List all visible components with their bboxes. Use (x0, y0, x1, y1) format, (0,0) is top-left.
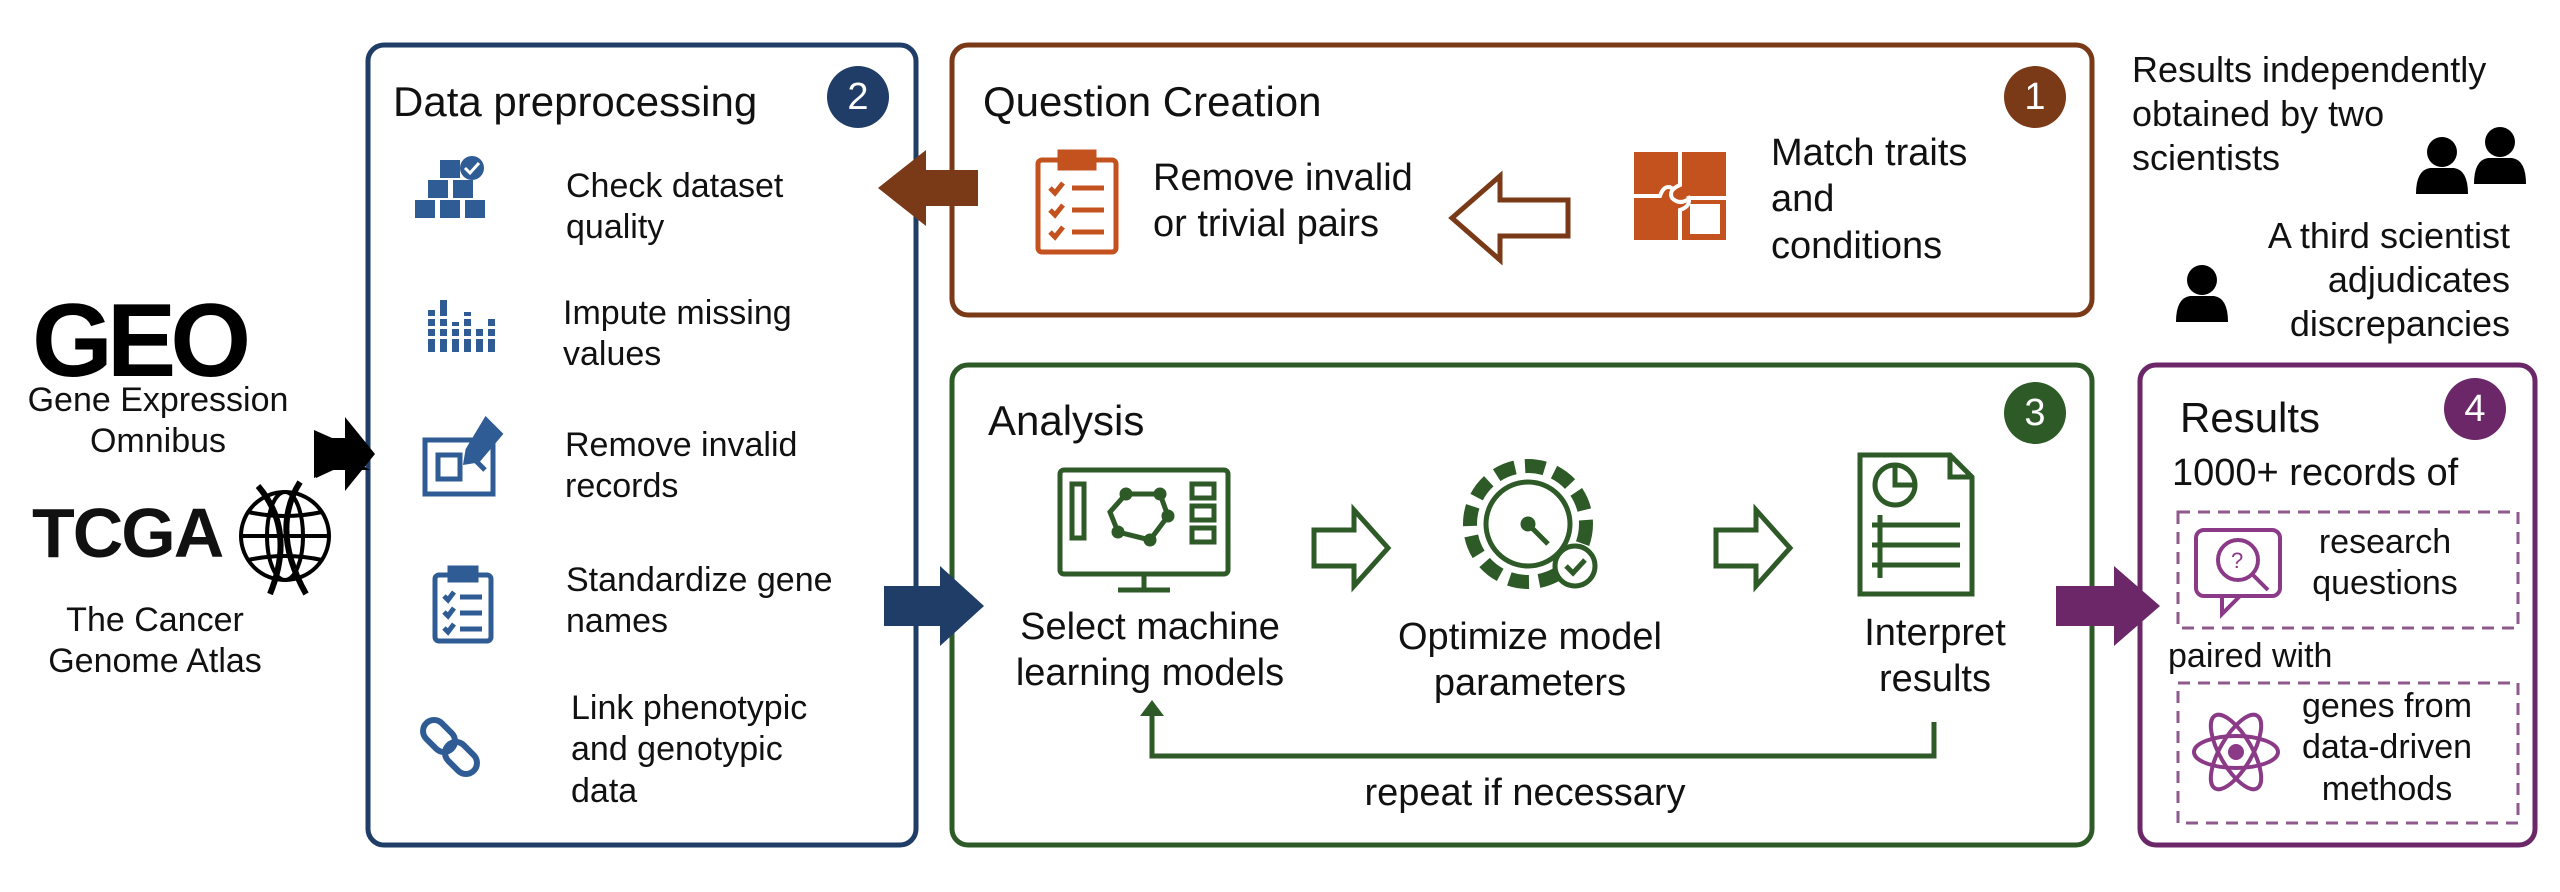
preprocessing-box (365, 42, 919, 848)
arrow-match-to-remove (1448, 170, 1571, 266)
third-scientist-label: A third scientist adjudicates discrepanc… (2267, 215, 2510, 344)
remove-pairs-label: Remove invalid or trivial pairs (1153, 157, 1413, 246)
analysis-step-select: Select machine learning models (1015, 606, 1285, 695)
boxes-check-icon (415, 156, 485, 218)
clipboard-checklist-icon (432, 565, 494, 644)
research-questions-box (2176, 510, 2520, 630)
geo-logo: GEO (32, 283, 253, 399)
preprocessing-step-3: Remove invalid records (565, 426, 798, 506)
preprocessing-step-4: Standardize gene names (566, 561, 833, 641)
atom-icon (2192, 712, 2280, 792)
tcga-logo: TCGA (32, 494, 224, 572)
repeat-loop-arrowhead (1140, 700, 1164, 716)
svg-text:?: ? (2231, 548, 2243, 573)
arrow-optimize-to-interpret (1713, 503, 1794, 593)
repeat-label: repeat if necessary (1364, 772, 1686, 814)
question-bubble-icon: ? (2194, 528, 2282, 619)
genes-box (2176, 681, 2520, 825)
genes-label: genes from data-driven methods (2301, 687, 2473, 808)
blueprint-edit-icon (422, 415, 504, 497)
repeat-loop-line (1149, 712, 1937, 759)
research-questions-label: research questions (2312, 523, 2458, 603)
preprocessing-step-1: Check dataset quality (566, 167, 784, 247)
bar-grid-icon (425, 300, 498, 352)
step-badge-2: 2 (827, 66, 889, 128)
analysis-step-interpret: Interpret results (1864, 612, 2006, 701)
puzzle-icon (1634, 152, 1726, 240)
clipboard-icon (1035, 149, 1119, 255)
gear-gauge-icon (1463, 459, 1598, 589)
records-label: 1000+ records of (2172, 452, 2459, 494)
arrow-analysis-to-results (2056, 566, 2160, 646)
preprocessing-step-2: Impute missing values (563, 294, 792, 374)
arrow-question-to-preprocessing (878, 150, 978, 226)
arrow-preprocessing-to-analysis (884, 566, 984, 646)
results-title: Results (2180, 394, 2321, 441)
analysis-title: Analysis (988, 397, 1145, 444)
chain-link-icon (420, 717, 480, 777)
two-scientists-label: Results independently obtained by two sc… (2132, 49, 2487, 178)
question-creation-title: Question Creation (983, 78, 1322, 125)
report-chart-icon (1857, 452, 1975, 597)
arrow-select-to-optimize (1311, 503, 1392, 593)
analysis-step-optimize: Optimize model parameters (1398, 616, 1662, 705)
step-badge-4: 4 (2444, 378, 2506, 440)
geo-name: Gene Expression Omnibus (27, 381, 289, 461)
globe-icon (239, 480, 331, 596)
paired-with-label: paired with (2168, 637, 2333, 675)
preprocessing-step-5: Link phenotypic and genotypic data (571, 689, 808, 810)
tcga-name: The Cancer Genome Atlas (48, 601, 262, 681)
preprocessing-title: Data preprocessing (393, 78, 758, 125)
monitor-network-icon (1057, 467, 1231, 593)
arrow-geo-to-preprocessing (314, 417, 375, 491)
match-traits-label: Match traits and conditions (1771, 132, 1968, 267)
step-badge-3: 3 (2004, 382, 2066, 444)
step-badge-1: 1 (2004, 66, 2066, 128)
geo-logo-text: GEO (32, 283, 247, 399)
